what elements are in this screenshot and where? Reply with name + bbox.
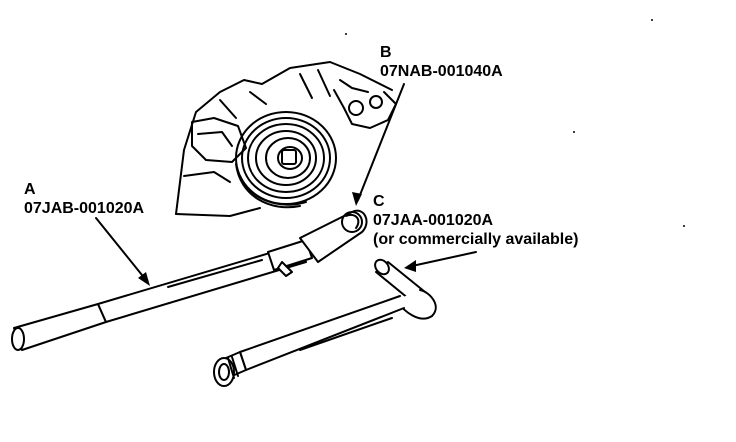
leader-lines [95, 83, 477, 281]
arrowheads [138, 192, 416, 286]
callout-b-letter: B [380, 44, 392, 61]
leader-a [95, 217, 147, 281]
arrowhead-a [138, 272, 150, 286]
callout-b-part-number: 07NAB-001040A [380, 63, 503, 80]
callout-a: A 07JAB-001020A [24, 180, 144, 218]
callout-b: B 07NAB-001040A [380, 43, 503, 81]
leader-c [411, 251, 477, 267]
pulley-holder-attachment-icon [341, 211, 363, 233]
socket-wrench-tool-icon [213, 258, 437, 387]
handle-extension-tool-icon [11, 209, 368, 351]
arrowhead-c [404, 260, 416, 272]
callout-a-part-number: 07JAB-001020A [24, 200, 145, 217]
leader-b [357, 83, 405, 201]
callout-a-letter: A [24, 181, 36, 198]
callout-c-note: (or commercially available) [373, 231, 579, 248]
engine-crankshaft-pulley-icon [175, 61, 397, 217]
print-specks [345, 19, 685, 227]
callout-c: C 07JAA-001020A (or commercially availab… [373, 192, 578, 249]
arrowhead-b [352, 192, 362, 206]
callout-c-letter: C [373, 193, 385, 210]
callout-c-part-number: 07JAA-001020A [373, 212, 494, 229]
